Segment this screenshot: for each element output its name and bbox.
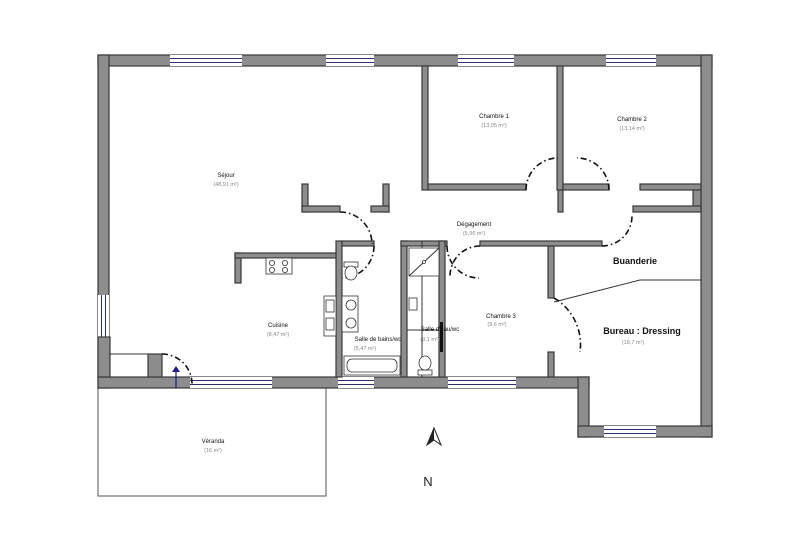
door-bureau bbox=[553, 297, 582, 353]
room-area-chambre-2: (13,14 m²) bbox=[619, 126, 645, 132]
room-name-chambre-2: Chambre 2 bbox=[617, 117, 647, 123]
stove-icon bbox=[265, 257, 293, 275]
room-area-chambre-1: (13,05 m²) bbox=[481, 123, 507, 129]
north-label: N bbox=[423, 474, 432, 489]
room-area-salle-de-bains: (5,47 m²) bbox=[354, 346, 376, 352]
room-name-chambre-1: Chambre 1 bbox=[479, 114, 509, 120]
washbasin-icon bbox=[341, 295, 359, 333]
door-shower-room bbox=[446, 245, 480, 279]
door-buanderie bbox=[601, 215, 633, 247]
washbasin-icon bbox=[408, 297, 418, 311]
windows bbox=[98, 55, 656, 437]
door-entrance bbox=[161, 353, 193, 385]
room-area-salle-deau: (3,1 m²) bbox=[420, 337, 439, 343]
sliding-door bbox=[440, 322, 443, 352]
toilet-icon bbox=[343, 261, 359, 281]
door-chambre-3 bbox=[449, 245, 481, 277]
door-chambre-2 bbox=[576, 157, 610, 191]
room-name-salle-deau: Salle d'eau/wc bbox=[421, 327, 460, 333]
entrance-arrow-icon bbox=[172, 366, 180, 388]
room-area-veranda: (16 m²) bbox=[204, 448, 222, 454]
room-name-bureau-dressing: Bureau : Dressing bbox=[603, 326, 681, 336]
toilet-icon bbox=[417, 355, 433, 376]
room-name-cuisine: Cuisine bbox=[268, 323, 289, 329]
room-area-sejour: (48,91 m²) bbox=[213, 182, 239, 188]
north-arrow-icon bbox=[425, 426, 443, 447]
room-name-veranda: Véranda bbox=[202, 439, 225, 445]
room-name-sejour: Séjour bbox=[217, 173, 234, 179]
door-chambre-1 bbox=[525, 157, 559, 191]
bathtub-icon bbox=[343, 355, 401, 376]
room-name-buanderie: Buanderie bbox=[613, 256, 657, 266]
room-area-bureau-dressing: (18,7 m²) bbox=[622, 340, 644, 346]
room-name-salle-de-bains: Salle de bains/wc bbox=[355, 337, 402, 343]
shower-icon bbox=[408, 247, 440, 277]
room-area-chambre-3: (9,6 m²) bbox=[487, 322, 506, 328]
interior-walls bbox=[97, 65, 702, 378]
room-name-chambre-3: Chambre 3 bbox=[486, 314, 516, 320]
room-name-degagement: Dégagement bbox=[457, 222, 492, 228]
room-area-cuisine: (8,47 m²) bbox=[267, 332, 289, 338]
sink-icon bbox=[323, 295, 337, 337]
room-area-degagement: (5,96 m²) bbox=[463, 231, 485, 237]
door-sejour bbox=[339, 211, 373, 245]
